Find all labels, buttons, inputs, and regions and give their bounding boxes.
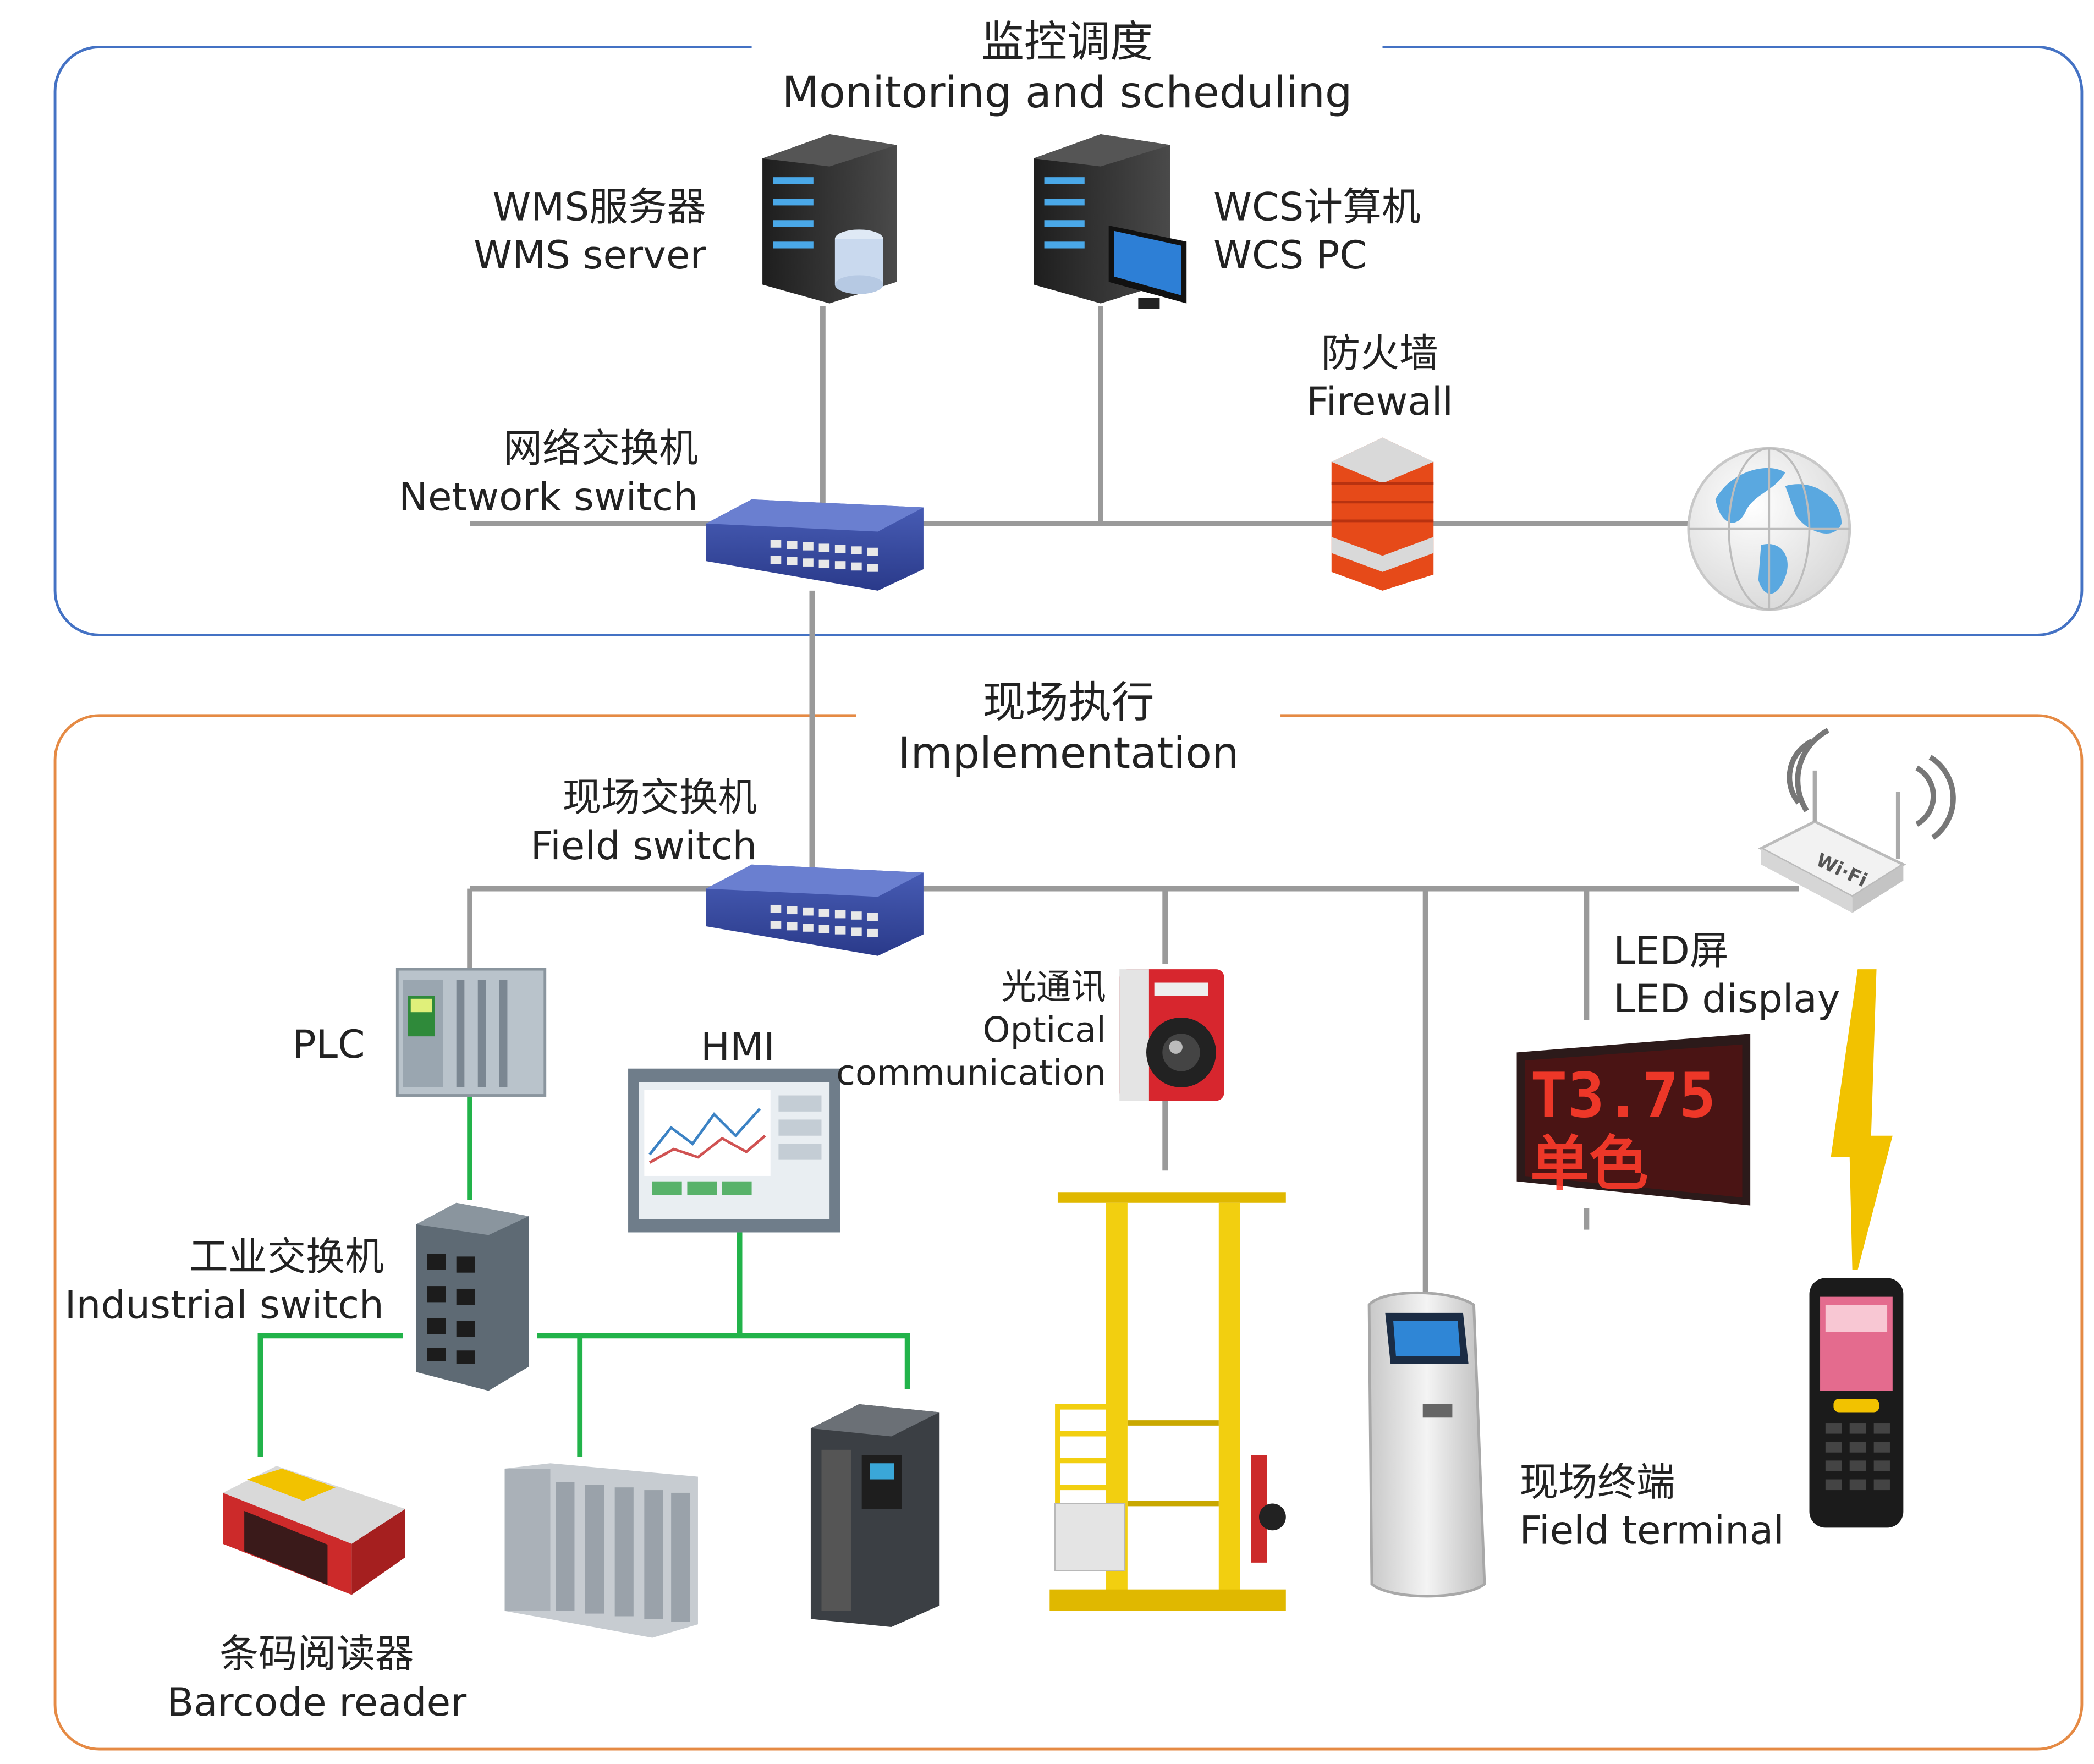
led-screen-line2: 单色 bbox=[1530, 1130, 1648, 1199]
bottom-title-gap bbox=[856, 708, 1281, 720]
firewall-label-zh: 防火墙 bbox=[1321, 330, 1438, 376]
optical-label-en2: communication bbox=[836, 1053, 1106, 1095]
barcode-reader-label-zh: 条码阅读器 bbox=[219, 1631, 414, 1677]
barcode-reader-label: 条码阅读器 Barcode reader bbox=[147, 1630, 486, 1727]
industrial-switch-label: 工业交换机 Industrial switch bbox=[54, 1232, 384, 1329]
plc-label-en: PLC bbox=[292, 1021, 365, 1068]
wcs-pc-icon bbox=[1034, 134, 1187, 309]
optical-device-icon bbox=[1119, 969, 1224, 1101]
network-switch-label-zh: 网络交换机 bbox=[503, 425, 698, 471]
field-switch-label-en: Field switch bbox=[530, 823, 757, 869]
hmi-label: HMI bbox=[701, 1023, 775, 1071]
wms-server-label: WMS服务器 WMS server bbox=[443, 183, 706, 279]
hmi-label-en: HMI bbox=[700, 1024, 776, 1070]
led-display-label: LED屏 LED display bbox=[1613, 926, 1840, 1023]
industrial-lines bbox=[257, 1095, 910, 1457]
stacker-crane-icon bbox=[1049, 1192, 1286, 1611]
industrial-switch-icon bbox=[416, 1202, 529, 1391]
section-title-monitoring-en: Monitoring and scheduling bbox=[782, 67, 1353, 118]
drive-link bbox=[537, 1333, 910, 1390]
kiosk-terminal-icon bbox=[1367, 1291, 1486, 1598]
field-terminal-label-zh: 现场终端 bbox=[1519, 1459, 1675, 1505]
field-terminal-label: 现场终端 Field terminal bbox=[1519, 1458, 1784, 1554]
network-lines bbox=[470, 306, 1694, 873]
section-title-implementation: 现场执行 Implementation bbox=[856, 677, 1280, 778]
wifi-router-icon: Wi·Fi bbox=[1758, 728, 1956, 913]
io-module-icon bbox=[504, 1463, 698, 1638]
optical-label: 光通讯 Optical communication bbox=[832, 966, 1106, 1095]
led-display-icon: T3.75 单色 bbox=[1516, 1034, 1751, 1206]
industrial-switch-label-en: Industrial switch bbox=[64, 1282, 384, 1328]
network-switch-label-en: Network switch bbox=[399, 474, 698, 520]
optical-label-en1: Optical bbox=[982, 1010, 1106, 1051]
wcs-pc-label: WCS计算机 WCS PC bbox=[1213, 183, 1421, 279]
led-display-label-en: LED display bbox=[1613, 976, 1840, 1022]
section-title-monitoring-zh: 监控调度 bbox=[981, 16, 1153, 68]
globe-icon bbox=[1687, 447, 1851, 611]
network-switch-icon bbox=[706, 499, 924, 591]
network-switch-label: 网络交换机 Network switch bbox=[376, 424, 698, 521]
wms-server-label-en: WMS server bbox=[474, 232, 706, 278]
barcode-reader-icon bbox=[223, 1466, 405, 1595]
firewall-label: 防火墙 Firewall bbox=[1289, 329, 1471, 426]
section-title-monitoring: 监控调度 Monitoring and scheduling bbox=[752, 16, 1383, 118]
drive-unit-icon bbox=[810, 1404, 940, 1628]
wcs-pc-label-zh: WCS计算机 bbox=[1213, 184, 1421, 230]
section-title-implementation-en: Implementation bbox=[898, 727, 1239, 779]
led-screen-line1: T3.75 bbox=[1530, 1060, 1716, 1132]
plc-label: PLC bbox=[293, 1020, 365, 1069]
barcode-link bbox=[257, 1333, 403, 1457]
optical-label-zh: 光通讯 bbox=[1001, 968, 1106, 1008]
field-lines bbox=[467, 886, 1799, 1294]
barcode-reader-label-en: Barcode reader bbox=[167, 1679, 467, 1725]
industrial-switch-label-zh: 工业交换机 bbox=[189, 1233, 384, 1279]
field-terminal-label-en: Field terminal bbox=[1519, 1507, 1784, 1553]
firewall-label-en: Firewall bbox=[1306, 378, 1454, 425]
field-switch-label-zh: 现场交换机 bbox=[562, 774, 757, 821]
firewall-icon bbox=[1331, 437, 1434, 591]
wms-server-label-zh: WMS服务器 bbox=[492, 184, 706, 230]
plc-icon bbox=[395, 968, 547, 1097]
wireless-link-icon bbox=[1831, 969, 1893, 1270]
hmi-icon bbox=[628, 1068, 840, 1233]
top-title-gap bbox=[751, 40, 1383, 51]
wms-server-icon bbox=[762, 134, 897, 304]
handheld-terminal-icon bbox=[1809, 1278, 1904, 1528]
field-switch-label: 现场交换机 Field switch bbox=[483, 773, 757, 870]
field-switch-icon bbox=[706, 864, 924, 956]
led-display-label-zh: LED屏 bbox=[1613, 927, 1729, 974]
section-title-implementation-zh: 现场执行 bbox=[982, 677, 1155, 728]
wcs-pc-label-en: WCS PC bbox=[1213, 232, 1367, 278]
